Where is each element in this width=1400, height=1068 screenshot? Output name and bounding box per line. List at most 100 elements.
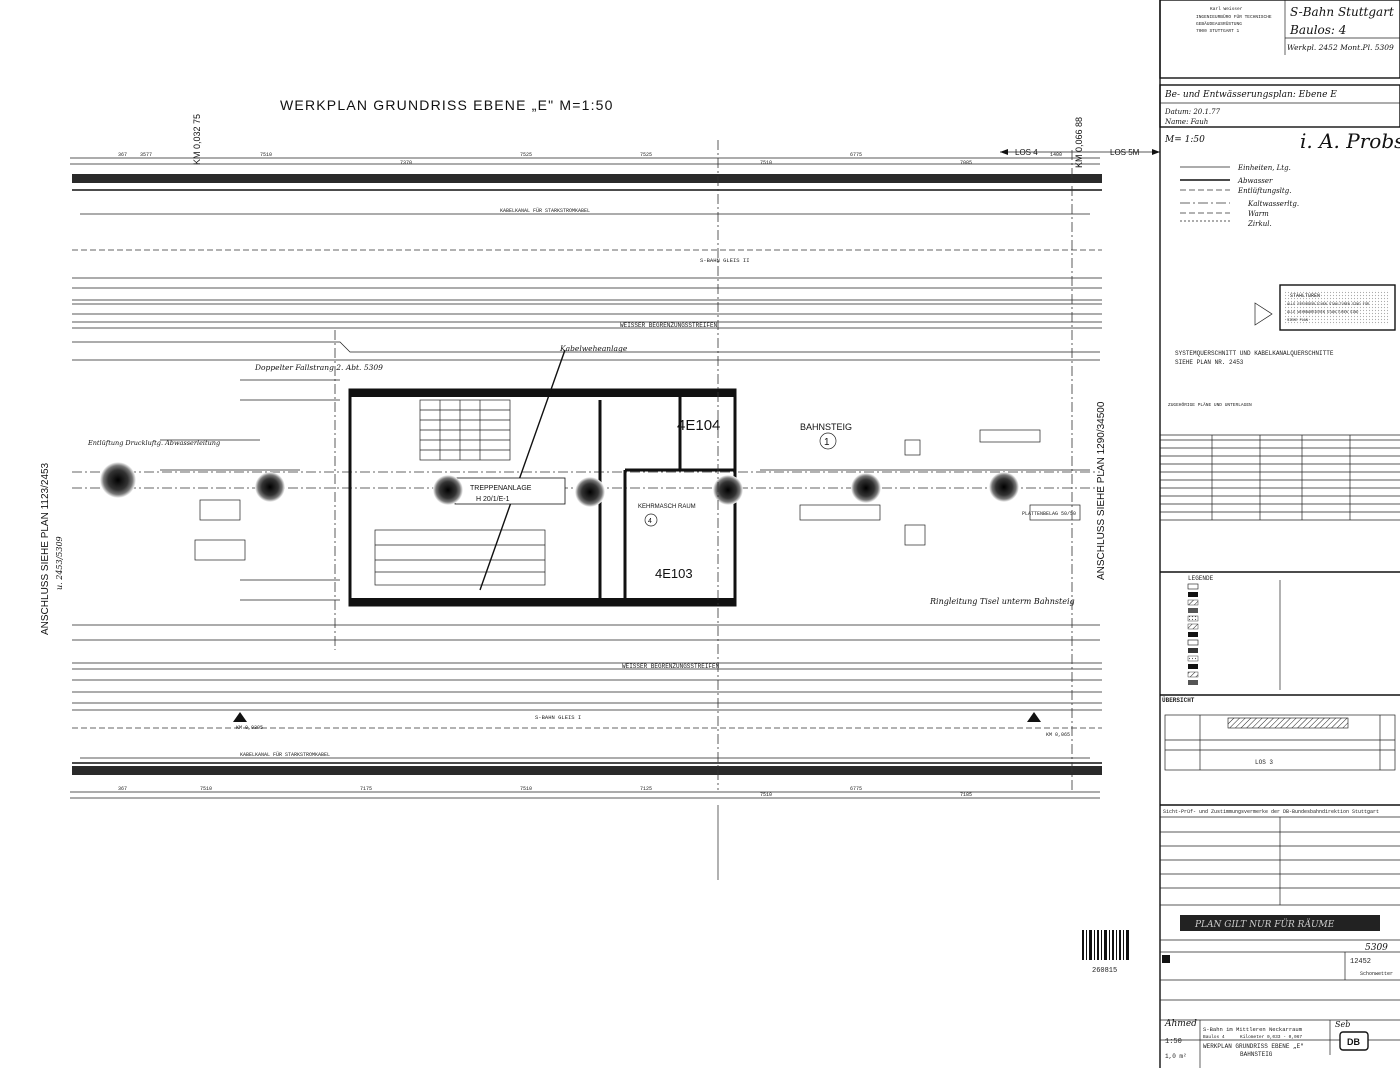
legend-hand-6: Zirkul.	[1247, 220, 1272, 228]
kehrmasch-label: KEHRMASCH RAUM	[638, 504, 696, 510]
svg-text:7510: 7510	[760, 792, 772, 798]
datum-hand: Datum: 20.1.77	[1164, 108, 1221, 116]
gleis-bottom-label: S-BAHN GLEIS I	[535, 714, 581, 721]
bottom-4: WERKPLAN GRUNDRISS EBENE „E"	[1203, 1043, 1304, 1050]
plans-table	[1160, 434, 1400, 521]
kehr-circle	[644, 513, 658, 527]
stair-block-top-wall	[350, 390, 735, 397]
drawing-title: WERKPLAN GRUNDRISS EBENE „E" M=1:50	[280, 97, 614, 113]
km-left-label: KM 0,032 75	[192, 114, 202, 165]
treppen-label: TREPPENANLAGE	[470, 485, 532, 492]
svg-text:367: 367	[118, 786, 127, 792]
stamp-4: SIEHE PLAN	[1287, 319, 1308, 323]
bottom-1: S-Bahn im Mittleren Neckarraum	[1203, 1026, 1303, 1033]
column-5	[713, 475, 743, 505]
stair-block-bottom-wall	[350, 598, 735, 605]
right-detail	[760, 429, 1090, 546]
svg-text:7510: 7510	[760, 160, 772, 166]
column-2	[255, 472, 285, 502]
platform-edge-top	[72, 341, 1100, 353]
svg-text:7125: 7125	[640, 786, 652, 792]
system-note: SYSTEMQUERSCHNITT UND KABELKANALQUERSCHN…	[1175, 350, 1334, 357]
legend-hand-3: Entlüftungsltg.	[1237, 187, 1291, 195]
svg-text:1400: 1400	[1050, 152, 1062, 158]
bahnsteig-label: BAHNSTEIG	[800, 422, 852, 432]
column-6	[851, 473, 881, 503]
svg-text:Karl Weisser: Karl Weisser	[1210, 6, 1243, 12]
hand-note-top: Doppelter Fallstrang 2. Abt. 5309	[254, 363, 383, 372]
area-label: 1,0 m²	[1165, 1053, 1187, 1060]
system-note-2: SIEHE PLAN NR. 2453	[1175, 359, 1244, 366]
column-3	[433, 475, 463, 505]
stamp-3: ALLE WEHRBARRIEREN STAHLTUREN SIND	[1287, 311, 1358, 315]
floor-plan: WERKPLAN GRUNDRISS EBENE „E" M=1:50 KM 0…	[40, 97, 1160, 975]
baulos-hand: Baulos: 4	[1289, 23, 1346, 37]
plan-no-hand: 5309	[1365, 943, 1388, 953]
svg-text:7000 STUTTGART 1: 7000 STUTTGART 1	[1196, 28, 1240, 34]
los-arrow-left-icon	[1000, 149, 1008, 155]
name-hand: Name: Fauh	[1164, 118, 1208, 126]
svg-text:7525: 7525	[520, 152, 532, 158]
signature: i. A. Probst	[1300, 129, 1400, 153]
scale-hand: M= 1:50	[1164, 135, 1205, 145]
stamp-1: STAHLTUREN	[1290, 293, 1320, 299]
werkpl-hand: Werkpl. 2452 Mont.Pl. 5309	[1287, 43, 1394, 52]
column-1	[100, 462, 136, 498]
svg-text:7510: 7510	[520, 786, 532, 792]
svg-text:7510: 7510	[260, 152, 272, 158]
svg-text:7510: 7510	[200, 786, 212, 792]
svg-text:6775: 6775	[850, 786, 862, 792]
legende-label: LEGENDE	[1188, 575, 1214, 582]
svg-text:3577: 3577	[140, 152, 152, 158]
project-hand: S-Bahn Stuttgart	[1290, 5, 1394, 19]
room-4e103-label: 4E103	[655, 566, 693, 581]
bahnsteig-circle	[819, 432, 837, 450]
weisser-bottom-label: WEISSER BEGRENZUNGSSTREIFEN	[622, 663, 720, 670]
signature-2: Ahmed	[1164, 1019, 1197, 1029]
top-wall	[72, 174, 1102, 183]
gleis-top-label: S-BAHN GLEIS II	[700, 257, 750, 264]
legend-hand-4: Kaltwasserltg.	[1247, 200, 1299, 208]
bottom-2: Baulos 4	[1203, 1034, 1225, 1040]
stamp-fill	[1285, 290, 1390, 325]
plattenbelag-label: PLATTENBELAG 50/50	[1022, 511, 1076, 517]
pruef-grid	[1160, 816, 1400, 906]
column-7	[989, 472, 1019, 502]
header-box	[1159, 0, 1400, 79]
km-right-label: KM 0,066 88	[1074, 117, 1084, 168]
stamp-2: ALLE ERFORDERLICHEN STAHLTUREN SIND FÜR	[1287, 302, 1370, 307]
line-legend	[1180, 166, 1230, 222]
svg-text:INGENIEURBÜRO FÜR TECHNISCHE: INGENIEURBÜRO FÜR TECHNISCHE	[1196, 13, 1272, 20]
db-logo-text: DB	[1347, 1037, 1360, 1047]
legend-hand-2: Abwasser	[1237, 177, 1273, 185]
schonwetter: Schonwetter	[1360, 971, 1393, 977]
sicht-pruef-label: Sicht-Prüf- und Zustimmungsvermerke der …	[1163, 809, 1379, 815]
uebersicht-label: ÜBERSICHT	[1162, 697, 1195, 704]
scale-bottom: 1:50	[1165, 1038, 1182, 1046]
anschluss-left-label: ANSCHLUSS SIEHE PLAN 1123/2453	[40, 462, 51, 635]
km-marker-right: KM 0,065	[1046, 732, 1070, 738]
bahnsteig-number: 1	[824, 437, 830, 448]
km-marker-right-icon	[1027, 712, 1041, 722]
svg-text:7525: 7525	[640, 152, 652, 158]
treppen-ref: H 20/1/E-1	[476, 496, 510, 503]
db-logo-icon	[1339, 1031, 1369, 1051]
kabelkanal-bottom-label: KABELKANAL FÜR STARKSTROMKABEL	[240, 751, 330, 758]
signature-3: Seb	[1335, 1020, 1350, 1029]
hand-note-left: Entlüftung Druckluftg. Abwasserleitung	[87, 439, 220, 447]
kabelkanal-top-label: KABELKANAL FÜR STARKSTROMKABEL	[500, 207, 590, 214]
legend-hand-1: Einheiten, Ltg.	[1237, 164, 1291, 172]
stair-treads	[374, 399, 546, 586]
bottom-5: BAHNSTEIG	[1240, 1051, 1273, 1058]
anschluss-left-hand: u. 2453/5309	[55, 536, 64, 590]
los3-label: LOS 3	[1255, 759, 1273, 766]
km-marker-left: KM 0,0395	[236, 725, 263, 731]
svg-text:7175: 7175	[360, 786, 372, 792]
los-arrow-right-icon	[1152, 149, 1160, 155]
svg-text:7085: 7085	[960, 160, 972, 166]
svg-text:GEBÄUDEAUSRÜSTUNG: GEBÄUDEAUSRÜSTUNG	[1196, 20, 1242, 27]
triangle-icon	[1254, 302, 1273, 326]
title-block: Karl Weisser INGENIEURBÜRO FÜR TECHNISCH…	[1159, 0, 1400, 1068]
